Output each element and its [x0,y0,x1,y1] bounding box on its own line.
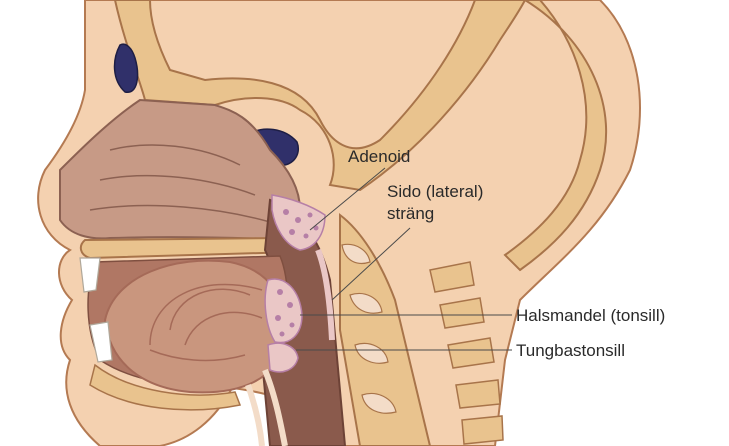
trachea-edge [248,385,262,446]
label-lateral-line1: Sido (lateral) [387,182,483,201]
label-lingual-tonsil: Tungbastonsill [516,341,625,360]
label-tonsil: Halsmandel (tonsill) [516,306,665,325]
label-lateral-line2: sträng [387,204,434,223]
label-adenoid: Adenoid [348,147,410,166]
